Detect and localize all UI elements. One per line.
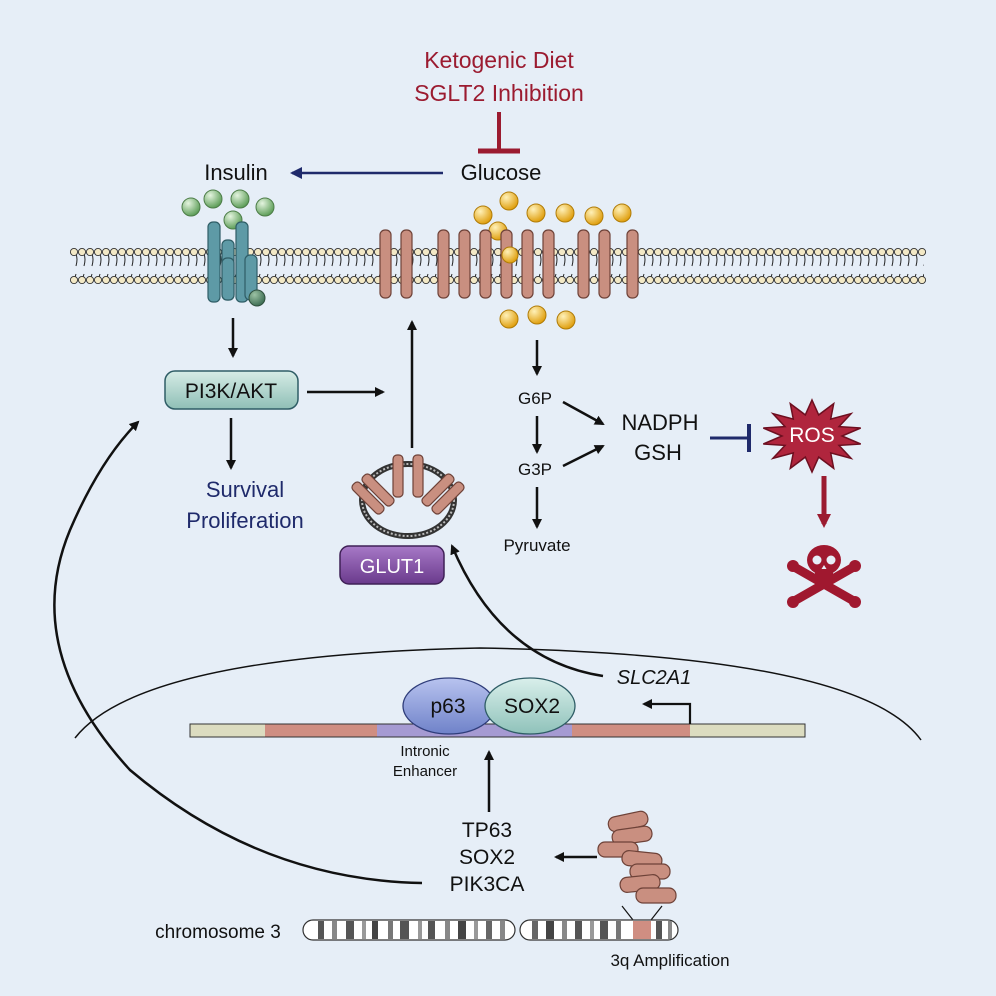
chromosome-3 — [302, 919, 679, 941]
nadph-label: NADPH — [621, 410, 698, 435]
pyruvate-label: Pyruvate — [503, 536, 570, 555]
chromosome-label: chromosome 3 — [155, 922, 281, 943]
ros-label: ROS — [789, 424, 835, 447]
pi3k-akt-box — [164, 370, 299, 410]
insulin-molecules — [181, 189, 275, 230]
glucose-molecules-intracellular — [499, 246, 576, 330]
g6p-label: G6P — [518, 389, 552, 408]
insulin-label: Insulin — [204, 160, 268, 185]
intronic-label: Intronic — [400, 743, 450, 760]
glucose-transporters — [379, 229, 639, 299]
tp63-gene-label: TP63 — [462, 819, 512, 842]
sglt2-inhibition-label: SGLT2 Inhibition — [414, 80, 584, 106]
glucose-label: Glucose — [461, 160, 542, 185]
g3p-label: G3P — [518, 460, 552, 479]
amplification-label: 3q Amplification — [610, 951, 729, 970]
nadph-inhibits-ros-bar — [710, 424, 751, 452]
glut1-label: GLUT1 — [360, 556, 424, 578]
nuclear-envelope — [74, 647, 922, 741]
skull-crossbones-icon — [787, 545, 861, 608]
survival-label: Survival — [206, 477, 284, 502]
transcription-start-arrow — [642, 699, 692, 724]
pik3ca-to-pi3k-arrow — [53, 420, 423, 885]
proliferation-label: Proliferation — [186, 508, 303, 533]
sox2-protein-label: SOX2 — [504, 695, 560, 718]
ros-starburst-icon — [763, 398, 861, 474]
inhibition-bar-glucose — [478, 112, 520, 154]
insulin-receptor — [207, 221, 266, 307]
sox2-gene-label: SOX2 — [459, 846, 515, 869]
slc2a1-to-glut1-arrow — [450, 544, 604, 678]
g3p-to-nadph-arrow — [562, 444, 605, 468]
ketogenic-diet-label: Ketogenic Diet — [424, 47, 574, 73]
enhancer-label: Enhancer — [393, 763, 457, 780]
glut1-vesicle — [351, 454, 465, 539]
sox2-protein — [484, 677, 576, 735]
glut1-box — [339, 545, 445, 585]
gsh-label: GSH — [634, 440, 682, 465]
p63-label: p63 — [430, 695, 465, 718]
pik3ca-gene-label: PIK3CA — [450, 873, 525, 896]
amplified-segments — [597, 810, 677, 904]
pi3k-akt-label: PI3K/AKT — [185, 380, 277, 403]
g6p-to-nadph-arrow — [562, 400, 605, 426]
glucose-molecules-extracellular — [473, 191, 632, 241]
slc2a1-label: SLC2A1 — [617, 667, 692, 689]
plasma-membrane — [69, 247, 927, 285]
amplicon-callout-lines — [621, 905, 663, 921]
